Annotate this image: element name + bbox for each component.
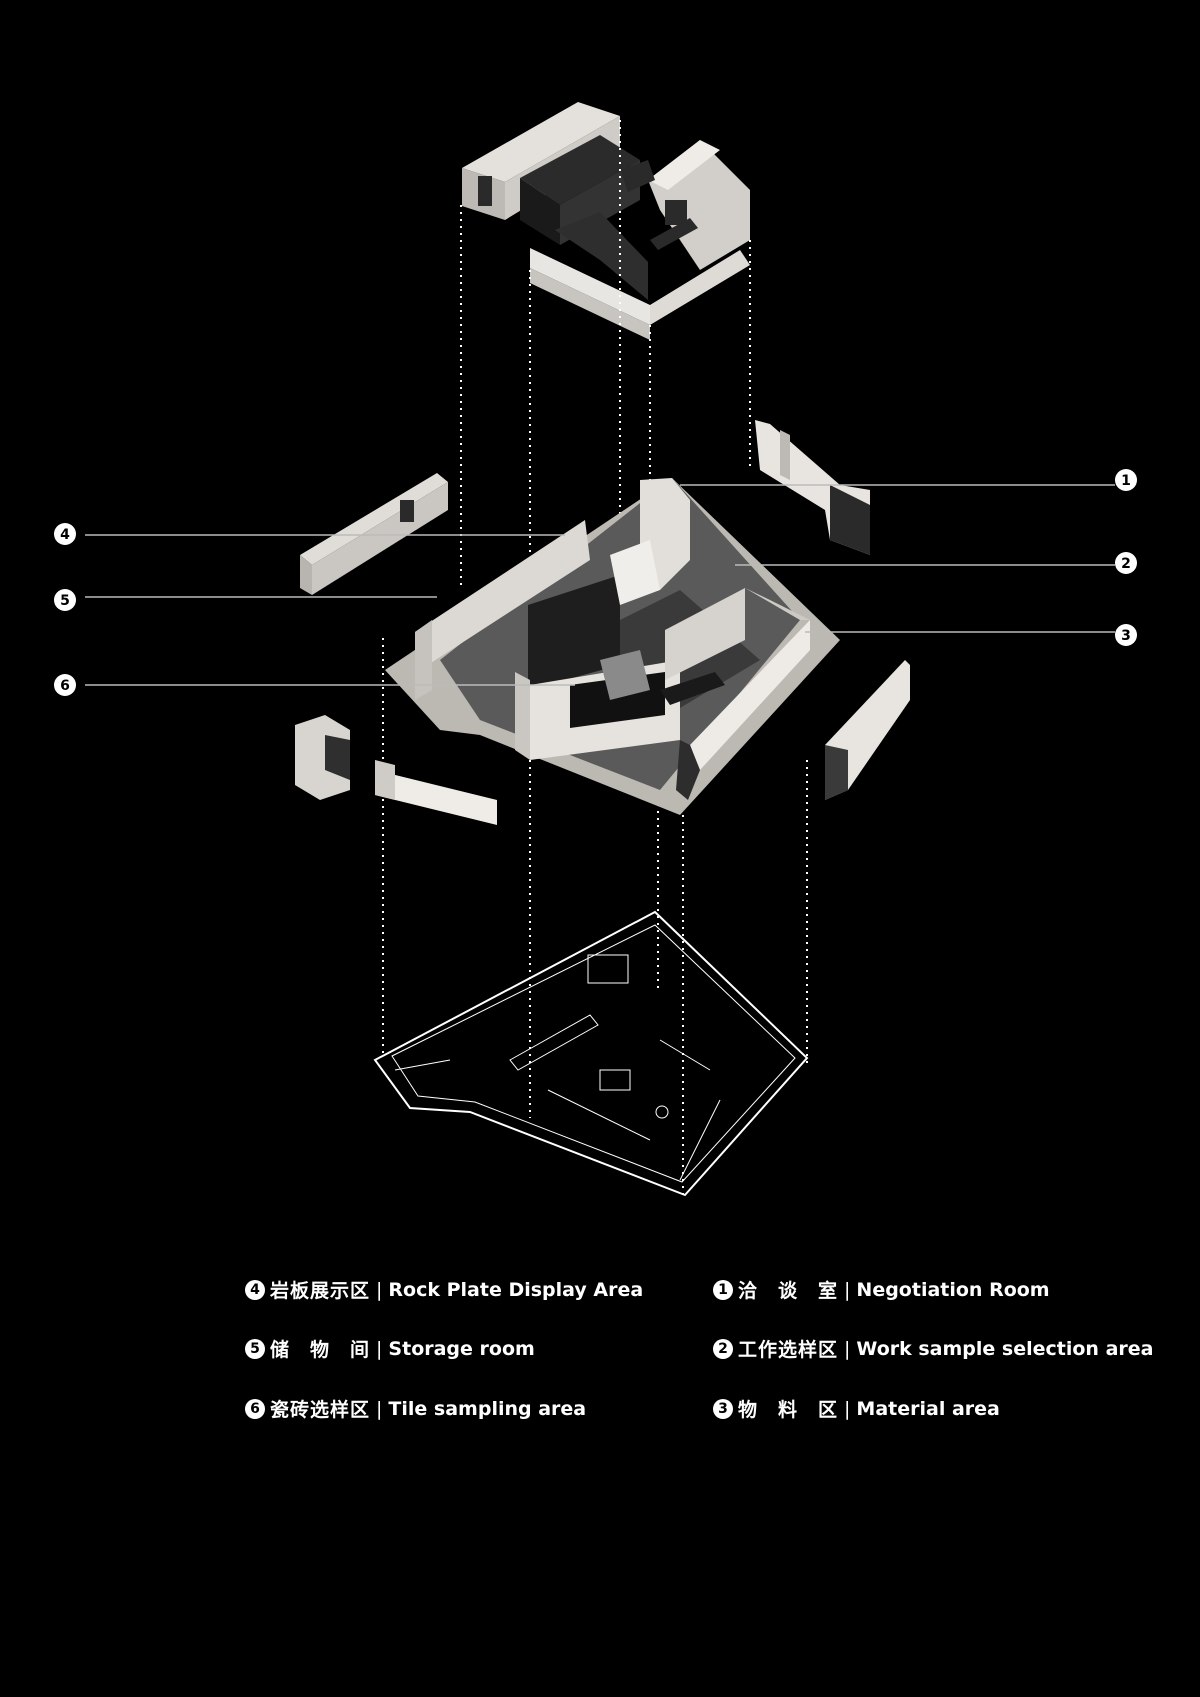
legend-item-negotiation-room: 1 洽 谈 室 | Negotiation Room <box>713 1276 1050 1303</box>
legend-en-label: Negotiation Room <box>856 1278 1050 1301</box>
legend-en-label: Tile sampling area <box>388 1397 587 1420</box>
side-wall-pieces <box>295 420 910 825</box>
main-floor-model <box>385 478 840 815</box>
legend-zh-label: 瓷砖选样区 <box>270 1399 371 1421</box>
upper-wall-pieces <box>462 102 750 340</box>
legend-zh-label: 储 物 间 <box>270 1339 371 1361</box>
legend-item-rock-plate-display: 4 岩板展示区 | Rock Plate Display Area <box>245 1276 643 1303</box>
legend-separator: | <box>376 1278 383 1301</box>
legend-en-label: Rock Plate Display Area <box>388 1278 644 1301</box>
callout-leader-lines <box>85 484 1115 686</box>
svg-text:4: 4 <box>60 527 70 543</box>
legend-number: 5 <box>245 1338 265 1359</box>
svg-text:3: 3 <box>1121 628 1131 644</box>
legend-en-label: Work sample selection area <box>856 1337 1154 1360</box>
legend-separator: | <box>844 1278 851 1301</box>
svg-text:1: 1 <box>1121 473 1131 489</box>
legend-item-material-area: 3 物 料 区 | Material area <box>713 1395 1000 1422</box>
legend-zh-label: 洽 谈 室 <box>738 1280 839 1302</box>
callout-5: 5 <box>54 589 76 611</box>
callout-6: 6 <box>54 674 76 696</box>
legend-zh-label: 工作选样区 <box>738 1339 839 1361</box>
legend-item-tile-sampling: 6 瓷砖选样区 | Tile sampling area <box>245 1395 586 1422</box>
legend-number: 2 <box>713 1338 733 1359</box>
legend-item-work-sample-selection: 2 工作选样区 | Work sample selection area <box>713 1335 1153 1362</box>
legend-separator: | <box>844 1397 851 1420</box>
legend-separator: | <box>844 1337 851 1360</box>
callout-4: 4 <box>54 523 76 545</box>
legend-en-label: Storage room <box>388 1337 535 1360</box>
legend-number: 6 <box>245 1398 265 1419</box>
svg-text:2: 2 <box>1121 556 1131 572</box>
legend-separator: | <box>376 1397 383 1420</box>
callout-markers: 1 2 3 4 5 6 <box>54 469 1137 696</box>
legend-item-storage-room: 5 储 物 间 | Storage room <box>245 1335 535 1362</box>
legend-number: 3 <box>713 1398 733 1419</box>
legend-separator: | <box>376 1337 383 1360</box>
legend-zh-label: 物 料 区 <box>738 1399 839 1421</box>
svg-text:5: 5 <box>60 593 70 609</box>
svg-text:6: 6 <box>60 678 70 694</box>
callout-3: 3 <box>1115 624 1137 646</box>
legend-number: 1 <box>713 1279 733 1300</box>
callout-1: 1 <box>1115 469 1137 491</box>
callout-2: 2 <box>1115 552 1137 574</box>
floor-plan-linework <box>373 910 809 1197</box>
legend-zh-label: 岩板展示区 <box>270 1280 371 1302</box>
legend-number: 4 <box>245 1279 265 1300</box>
legend-en-label: Material area <box>856 1397 1000 1420</box>
